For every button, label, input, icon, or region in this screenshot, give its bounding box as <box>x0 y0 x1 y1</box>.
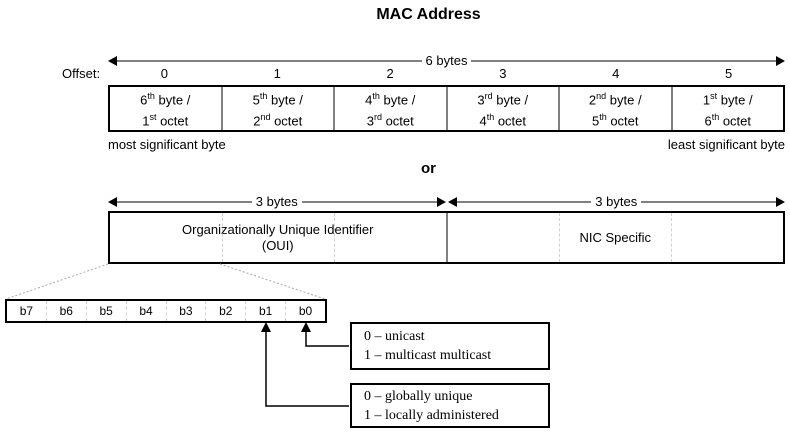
three-bytes-label-right: 3 bytes <box>595 194 638 209</box>
arrow-shaft <box>456 200 592 203</box>
arrowhead-left-icon <box>108 196 117 207</box>
oui-line2: (OUI) <box>261 237 294 253</box>
offset-values-row: 0 1 2 3 4 5 <box>108 66 785 81</box>
bit-cell-b0: b0 <box>285 301 325 321</box>
arrow-shaft <box>641 200 777 203</box>
bit-cell-b1: b1 <box>245 301 285 321</box>
oui-line1: Organizationally Unique Identifier <box>182 221 374 237</box>
unicast-line: 0 – unicast <box>364 329 425 344</box>
offset-value: 1 <box>273 66 281 81</box>
three-bytes-arrows: 3 bytes 3 bytes <box>108 194 786 209</box>
light-divider <box>333 213 335 262</box>
light-divider <box>221 213 223 262</box>
byte-cell: 4th byte / 3rd octet <box>333 87 446 130</box>
oui-nic-table: Organizationally Unique Identifier (OUI)… <box>108 211 785 264</box>
bit-cell-b5: b5 <box>85 301 126 321</box>
b1-connector-line <box>265 331 349 407</box>
offset-value: 5 <box>724 66 733 81</box>
arrowhead-right-icon <box>776 196 786 207</box>
globally-unique-line: 0 – globally unique <box>364 388 473 404</box>
arrowhead-left-icon <box>108 55 117 66</box>
six-bytes-label: 6 bytes <box>425 53 468 68</box>
offset-value: 3 <box>499 66 507 81</box>
least-significant-byte-label: least significant byte <box>667 137 785 152</box>
byte-cell: 6th byte / 1st octet <box>140 91 191 128</box>
nic-cell: NIC Specific <box>445 213 784 262</box>
bit-cell-b2: b2 <box>205 301 245 321</box>
nic-span-arrow: 3 bytes <box>447 194 786 209</box>
offset-label: Offset: <box>62 66 101 81</box>
arrowhead-right-icon <box>436 196 446 207</box>
arrow-shaft <box>117 59 422 62</box>
offset-value: 0 <box>160 66 169 81</box>
six-bytes-span-arrow: 6 bytes <box>108 53 786 68</box>
b0-connector-line <box>305 331 349 347</box>
byte-cell: 3rd byte / 4th octet <box>445 87 559 130</box>
offset-value: 4 <box>612 66 620 81</box>
arrow-shaft <box>301 200 437 203</box>
bit-cell-b7: b7 <box>19 304 34 318</box>
bit-cell-b3: b3 <box>165 301 206 321</box>
bit-cell-b6: b6 <box>45 301 86 321</box>
expansion-line-right <box>219 263 326 300</box>
byte-cell: 2nd byte / 5th octet <box>558 87 671 130</box>
offset-value: 2 <box>386 66 394 81</box>
bit-cell-b4: b4 <box>125 301 166 321</box>
most-significant-byte-label: most significant byte <box>108 137 226 152</box>
byte-cell: 5th byte / 2nd octet <box>220 87 334 130</box>
bit-table: b7 b6 b5 b4 b3 b2 b1 b0 <box>5 299 327 323</box>
light-divider <box>671 213 673 262</box>
multicast-line: 1 – multicast multicast <box>364 348 492 363</box>
light-divider <box>559 213 561 262</box>
locally-administered-line: 1 – locally administered <box>364 407 499 423</box>
oui-span-arrow: 3 bytes <box>108 194 446 209</box>
unicast-multicast-box: 0 – unicast 1 – multicast multicast <box>350 322 550 370</box>
b0-up-arrow-icon <box>301 322 311 332</box>
globally-locally-box: 0 – globally unique 1 – locally administ… <box>350 383 550 428</box>
or-label: or <box>421 160 436 177</box>
page-title: MAC Address <box>376 6 481 23</box>
arrow-shaft <box>471 59 777 62</box>
nic-label: NIC Specific <box>579 229 652 245</box>
arrow-shaft <box>117 200 252 203</box>
three-bytes-label-left: 3 bytes <box>255 194 298 209</box>
oui-cell: Organizationally Unique Identifier (OUI) <box>110 213 446 262</box>
arrowhead-right-icon <box>776 55 786 66</box>
byte-order-table: 6th byte / 1st octet 5th byte / 2nd octe… <box>108 85 785 132</box>
arrowhead-left-icon <box>447 196 457 207</box>
b1-up-arrow-icon <box>261 322 271 332</box>
expansion-line-left <box>5 263 109 300</box>
byte-cell: 1st byte / 6th octet <box>670 87 784 130</box>
